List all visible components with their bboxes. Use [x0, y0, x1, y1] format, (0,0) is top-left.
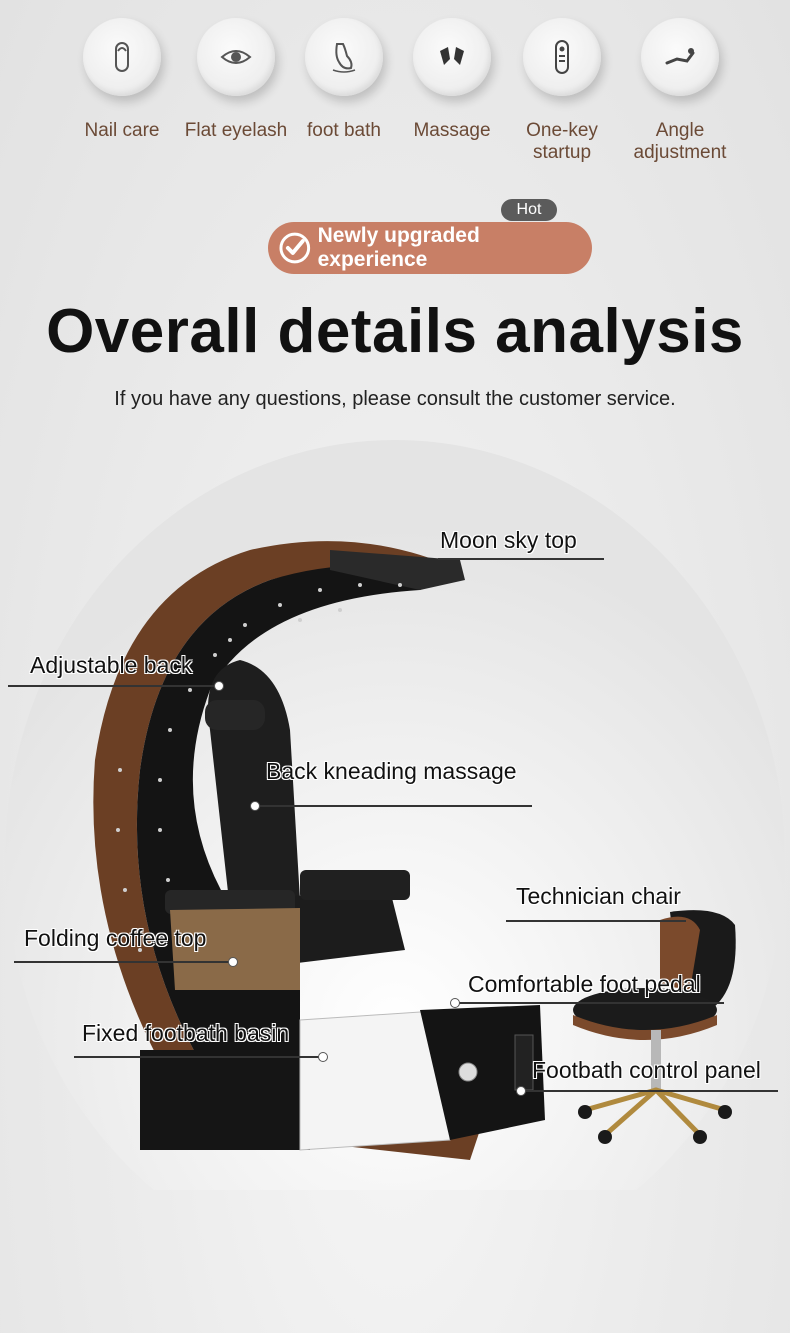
massage-hands-icon [413, 18, 491, 96]
feature-label: Flat eyelash [184, 120, 288, 141]
feature-label: Nail care [84, 120, 160, 141]
page-title: Overall details analysis [46, 297, 744, 366]
callout-foot-pedal: Comfortable foot pedal [468, 971, 701, 997]
foot-bath-icon [305, 18, 383, 96]
upgrade-text: Newly upgraded experience [317, 224, 480, 271]
feature-label: One-key startup [526, 120, 598, 163]
callout-dot [214, 681, 224, 691]
callout-footbath-basin: Fixed footbath basin [82, 1020, 290, 1046]
feature-angle-adjustment: Angle adjustment [620, 18, 740, 164]
feature-one-key-startup: One-key startup [502, 18, 622, 164]
callout-line [14, 961, 232, 963]
callout-line [256, 805, 532, 807]
feature-nail-care: Nail care [62, 18, 182, 142]
callout-back-kneading: Back kneading massage [266, 758, 517, 784]
callout-dot [516, 1086, 526, 1096]
callout-line [506, 920, 686, 922]
callout-dot [250, 801, 260, 811]
nail-icon [83, 18, 161, 96]
feature-flat-eyelash: Flat eyelash [176, 18, 296, 142]
page-subtitle: If you have any questions, please consul… [114, 388, 676, 410]
recline-icon [641, 18, 719, 96]
callout-line [438, 558, 604, 560]
feature-massage: Massage [392, 18, 512, 142]
callout-line [74, 1056, 322, 1058]
hot-badge: Hot [501, 199, 557, 221]
callout-adjustable-back: Adjustable back [30, 652, 193, 678]
callout-dot [450, 998, 460, 1008]
callout-line [8, 685, 218, 687]
remote-icon [523, 18, 601, 96]
callout-dot [318, 1052, 328, 1062]
callout-moon-sky-top: Moon sky top [440, 527, 577, 553]
feature-label: Massage [413, 120, 491, 141]
callout-dot [228, 957, 238, 967]
callout-folding-coffee-top: Folding coffee top [24, 925, 207, 951]
callout-line [520, 1090, 778, 1092]
upgrade-badge: Newly upgraded experience [268, 222, 592, 274]
eye-icon [197, 18, 275, 96]
callout-technician-chair: Technician chair [516, 883, 681, 909]
feature-foot-bath: foot bath [284, 18, 404, 142]
callout-control-panel: Footbath control panel [532, 1057, 761, 1083]
feature-label: Angle adjustment [633, 120, 727, 163]
check-circle-icon [279, 232, 311, 264]
feature-label: foot bath [307, 120, 381, 141]
callout-line [454, 1002, 724, 1004]
